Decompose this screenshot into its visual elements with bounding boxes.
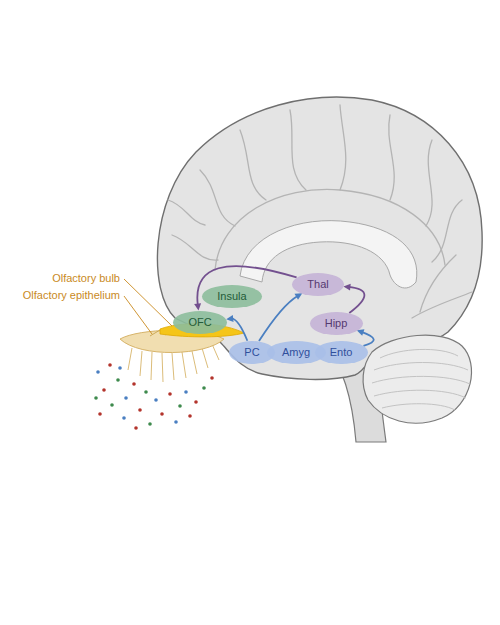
odorant-dot bbox=[122, 416, 126, 420]
region-label: PC bbox=[244, 346, 259, 359]
arrow-head bbox=[343, 284, 350, 291]
region-ellipse: Hipp bbox=[310, 312, 363, 335]
structure-label: Olfactory epithelium bbox=[23, 289, 120, 302]
pathway-arrow bbox=[259, 293, 302, 341]
region-ellipse: OFC bbox=[173, 311, 227, 334]
folium-line bbox=[382, 404, 455, 410]
sulcus-line bbox=[389, 115, 394, 200]
odorant-dot bbox=[168, 392, 172, 396]
leader-line bbox=[124, 296, 152, 334]
odorant-dot bbox=[188, 414, 192, 418]
odorant-dot bbox=[194, 400, 198, 404]
odorant-dot bbox=[148, 422, 152, 426]
pathway-arrow bbox=[194, 266, 296, 310]
sulcus-line bbox=[426, 140, 432, 226]
hair-line bbox=[172, 353, 174, 380]
hair-line bbox=[212, 344, 219, 360]
odorant-dot bbox=[98, 412, 102, 416]
region-label: Amyg bbox=[282, 346, 310, 359]
ellipse-shape bbox=[315, 341, 368, 364]
pathway-arrow bbox=[226, 315, 247, 341]
arrow-head bbox=[194, 303, 201, 310]
hair-line bbox=[182, 352, 186, 378]
cerebellum-folia bbox=[372, 349, 470, 410]
odorant-dots bbox=[94, 363, 214, 430]
ellipse-shape bbox=[202, 285, 262, 308]
odorant-dot bbox=[124, 396, 128, 400]
region-ellipse: Thal bbox=[292, 273, 344, 296]
sulcus-line bbox=[340, 105, 346, 190]
arrow-line bbox=[231, 319, 247, 341]
hair-line bbox=[128, 348, 132, 370]
hair-line bbox=[151, 352, 152, 380]
odorant-dot bbox=[184, 390, 188, 394]
sulcus-line bbox=[432, 200, 462, 262]
region-ellipse: Insula bbox=[202, 285, 262, 308]
odorant-dot bbox=[138, 408, 142, 412]
arrow-head bbox=[294, 293, 302, 300]
odorant-dot bbox=[174, 420, 178, 424]
arrow-head bbox=[357, 329, 365, 336]
sulcus-line bbox=[412, 292, 472, 318]
hair-line bbox=[140, 351, 142, 376]
folium-line bbox=[374, 390, 466, 398]
region-ellipse: Ento bbox=[315, 341, 368, 364]
hair-line bbox=[202, 348, 208, 368]
sulcus-line bbox=[168, 200, 205, 225]
cerebellum bbox=[363, 335, 471, 423]
region-label: Thal bbox=[307, 278, 328, 291]
structure-label: Olfactory bulb bbox=[52, 272, 120, 285]
odorant-dot bbox=[96, 370, 100, 374]
hair-line bbox=[192, 351, 197, 374]
odorant-dot bbox=[118, 366, 122, 370]
odorant-dot bbox=[144, 390, 148, 394]
odorant-dot bbox=[102, 388, 106, 392]
region-label: Insula bbox=[217, 290, 246, 303]
odorant-dot bbox=[134, 426, 138, 430]
arrow-line bbox=[348, 287, 364, 313]
ellipse-shape bbox=[292, 273, 344, 296]
odorant-dot bbox=[94, 396, 98, 400]
odorant-dot bbox=[210, 376, 214, 380]
folium-line bbox=[372, 376, 470, 384]
region-label: Hipp bbox=[325, 317, 348, 330]
pathway-arrow bbox=[357, 329, 374, 346]
pathway-arrow bbox=[343, 284, 364, 313]
ellipse-shape bbox=[310, 312, 363, 335]
odorant-dot bbox=[154, 398, 158, 402]
sulcus-line bbox=[240, 130, 266, 200]
hair-line bbox=[162, 353, 163, 382]
arrow-line bbox=[259, 296, 298, 341]
region-label: Ento bbox=[330, 346, 353, 359]
odorant-dot bbox=[132, 382, 136, 386]
region-label: OFC bbox=[188, 316, 211, 329]
sulcus-line bbox=[420, 255, 456, 312]
odorant-dot bbox=[116, 378, 120, 382]
arrow-head bbox=[226, 315, 233, 322]
sulcus-line bbox=[290, 110, 306, 190]
folium-line bbox=[374, 363, 468, 371]
leader-line bbox=[124, 279, 172, 326]
sulci bbox=[168, 105, 472, 318]
odorant-dot bbox=[110, 403, 114, 407]
sulcus-line bbox=[200, 170, 235, 226]
odorant-dot bbox=[202, 386, 206, 390]
sulcus-line bbox=[172, 235, 218, 260]
odorant-dot bbox=[108, 363, 112, 367]
leader-lines bbox=[124, 279, 172, 334]
folium-line bbox=[380, 349, 458, 358]
odorant-dot bbox=[178, 404, 182, 408]
ellipse-shape bbox=[173, 311, 227, 334]
odorant-dot bbox=[160, 412, 164, 416]
arrow-line bbox=[361, 332, 373, 346]
